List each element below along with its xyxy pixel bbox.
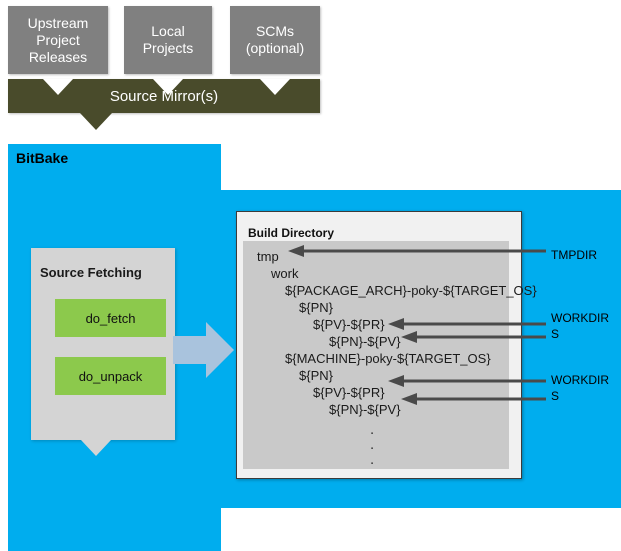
tree-ellipsis-dot-1: . bbox=[370, 421, 375, 438]
mirror-inflow-notch-scms-icon bbox=[260, 79, 290, 95]
source-box-label: Upstream Project Releases bbox=[27, 14, 89, 65]
callout-arrow-s-2-icon bbox=[401, 393, 546, 405]
source-fetching-panel bbox=[31, 248, 175, 440]
fetch-panel-inflow-notch-icon bbox=[81, 248, 111, 264]
tree-node-pn-pv-2: ${PN}-${PV} bbox=[329, 402, 401, 417]
build-directory-tree-area: tmp work ${PACKAGE_ARCH}-poky-${TARGET_O… bbox=[243, 241, 537, 469]
source-box-label: Local Projects bbox=[142, 23, 194, 56]
task-box-do-unpack[interactable]: do_unpack bbox=[55, 357, 166, 395]
tree-node-pn-1: ${PN} bbox=[299, 300, 333, 315]
annotation-label-workdir-1: WORKDIR bbox=[551, 311, 609, 325]
bitbake-region-bottom bbox=[8, 508, 221, 551]
callout-arrow-workdir-2-icon bbox=[388, 375, 546, 387]
tree-node-pn-2: ${PN} bbox=[299, 368, 333, 383]
task-box-do-fetch[interactable]: do_fetch bbox=[55, 299, 166, 337]
source-box-upstream-project-releases: Upstream Project Releases bbox=[8, 6, 108, 74]
task-label: do_fetch bbox=[85, 310, 136, 326]
annotation-label-workdir-2: WORKDIR bbox=[551, 373, 609, 387]
source-box-scms-optional: SCMs (optional) bbox=[230, 6, 320, 74]
tree-ellipsis-dot-3: . bbox=[370, 451, 375, 468]
source-box-label: SCMs (optional) bbox=[245, 23, 305, 56]
fetch-panel-outflow-arrow-icon bbox=[81, 440, 111, 456]
tree-ellipsis-dot-2: . bbox=[370, 436, 375, 453]
annotation-label-s-1: S bbox=[551, 327, 560, 341]
tree-node-work: work bbox=[271, 266, 299, 281]
callout-arrow-s-1-icon bbox=[401, 331, 546, 343]
tree-node-pv-pr-1: ${PV}-${PR} bbox=[313, 317, 385, 332]
tree-node-pn-pv-1: ${PN}-${PV} bbox=[329, 334, 401, 349]
annotation-label-s-2: S bbox=[551, 389, 560, 403]
mirror-inflow-notch-local-icon bbox=[153, 79, 183, 95]
tree-node-package-arch: ${PACKAGE_ARCH}-poky-${TARGET_OS} bbox=[285, 283, 537, 298]
build-directory-title: Build Directory bbox=[248, 226, 335, 240]
callout-arrow-tmpdir-icon bbox=[288, 245, 546, 257]
annotation-label-tmpdir: TMPDIR bbox=[551, 248, 597, 262]
bitbake-label: BitBake bbox=[16, 150, 69, 166]
source-mirror-label: Source Mirror(s) bbox=[109, 87, 219, 105]
tree-node-tmp: tmp bbox=[257, 249, 279, 264]
task-label: do_unpack bbox=[78, 368, 143, 384]
mirror-outflow-arrow-icon bbox=[80, 113, 112, 130]
mirror-inflow-notch-upstream-icon bbox=[43, 79, 73, 95]
bitbake-region-top bbox=[8, 144, 221, 190]
bitbake-inflow-notch-icon bbox=[81, 144, 111, 160]
fetch-to-builddir-arrow-icon bbox=[173, 322, 234, 378]
tree-node-machine: ${MACHINE}-poky-${TARGET_OS} bbox=[285, 351, 491, 366]
tree-node-pv-pr-2: ${PV}-${PR} bbox=[313, 385, 385, 400]
callout-arrow-workdir-1-icon bbox=[388, 318, 546, 330]
source-fetching-title: Source Fetching bbox=[40, 265, 142, 280]
source-box-local-projects: Local Projects bbox=[124, 6, 212, 74]
